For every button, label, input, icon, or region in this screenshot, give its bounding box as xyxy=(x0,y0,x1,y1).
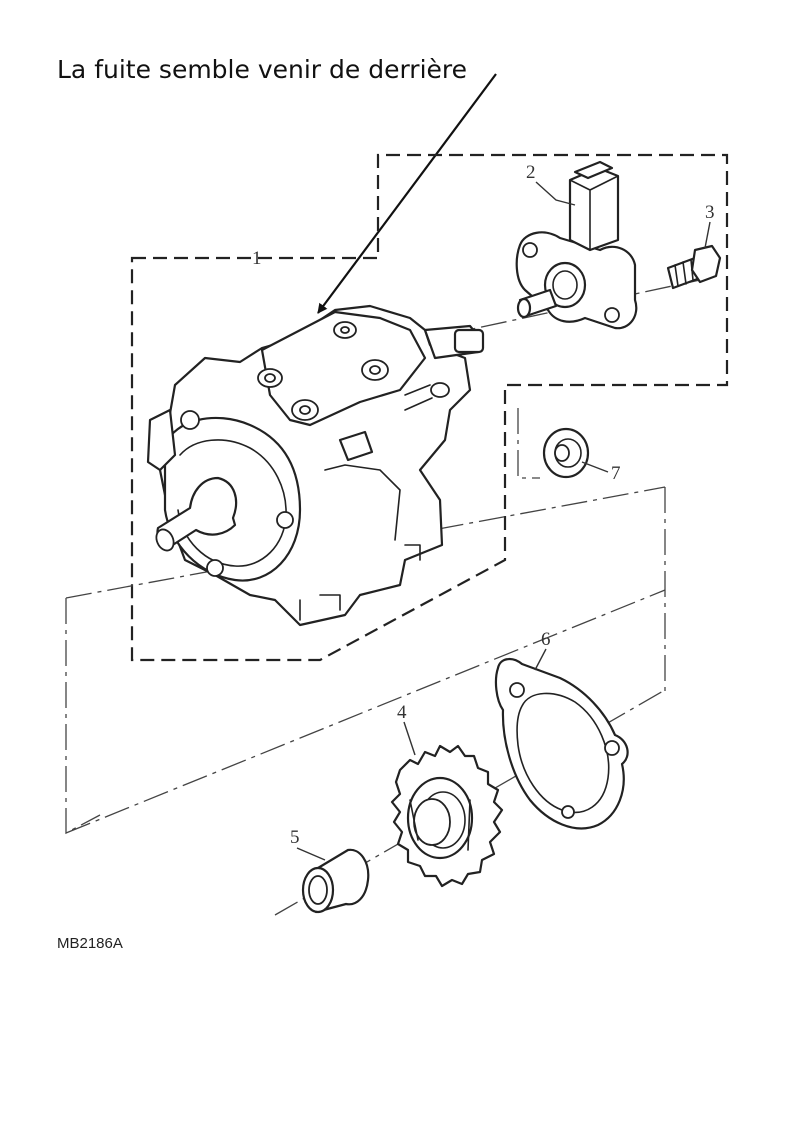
leader-4 xyxy=(403,721,416,756)
shaft-sleeve xyxy=(301,848,370,914)
leader-2 xyxy=(535,181,576,206)
gasket xyxy=(494,658,629,830)
reference-code: MB2186A xyxy=(57,935,123,952)
leader-7 xyxy=(581,461,609,473)
annotation-text: La fuite semble venir de derrière xyxy=(57,55,467,84)
annotation-arrow xyxy=(317,73,497,314)
leader-5 xyxy=(296,847,326,861)
bolt xyxy=(666,244,722,290)
leader-6 xyxy=(534,648,547,671)
callout-1: 1 xyxy=(252,248,262,269)
assembly-boundary xyxy=(130,153,729,662)
callout-3: 3 xyxy=(705,202,715,223)
leader-3 xyxy=(704,221,711,249)
seal-ring xyxy=(542,427,590,479)
high-pressure-pump xyxy=(146,304,485,627)
callout-5: 5 xyxy=(290,827,300,848)
sprocket-gear xyxy=(390,744,504,888)
pressure-actuator xyxy=(515,160,638,330)
axis-line-lower xyxy=(65,589,666,834)
callout-2: 2 xyxy=(526,162,536,183)
subgroup-boundary xyxy=(65,408,666,835)
callout-4: 4 xyxy=(397,702,407,723)
callout-6: 6 xyxy=(541,629,551,650)
callout-7: 7 xyxy=(611,463,621,484)
